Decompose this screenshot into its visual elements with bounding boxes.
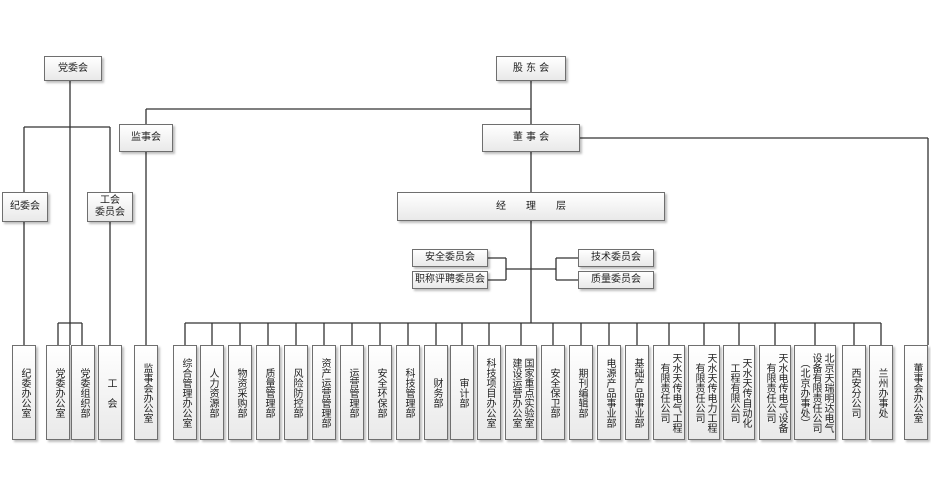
department-box: 质量管理部 — [256, 345, 280, 440]
department-label: 综合管理办公室 — [180, 357, 191, 428]
board-of-directors-label: 董 事 会 — [512, 132, 550, 143]
management-box: 经 理 层 — [397, 192, 665, 221]
department-label: 国家重点实验室 建设运营办公室 — [510, 357, 533, 428]
department-box: 期刊编辑部 — [569, 345, 593, 440]
department-label: 天水天传电力工程 有限责任公司 — [693, 352, 716, 433]
department-box: 科技项目办公室 — [477, 345, 501, 440]
department-box: 兰州办事处 — [869, 345, 893, 440]
department-label: 西安分公司 — [849, 367, 860, 418]
department-label: 风险防控部 — [291, 367, 302, 418]
department-label: 天水天传电气工程 有限责任公司 — [658, 352, 681, 433]
department-box: 风险防控部 — [284, 345, 308, 440]
department-label: 科技项目办公室 — [484, 357, 495, 428]
department-box: 董事会办公室 — [904, 345, 928, 440]
quality-committee-label: 质量委员会 — [591, 274, 641, 285]
supervisory-board-box: 监事会 — [119, 124, 173, 152]
department-label: 基础产品事业部 — [632, 357, 643, 428]
department-label: 党委办公室 — [53, 367, 64, 418]
department-label: 监事会办公室 — [141, 362, 152, 423]
department-box: 物资采购部 — [228, 345, 252, 440]
management-label: 经 理 层 — [496, 200, 566, 212]
party-committee-box: 党委会 — [44, 56, 102, 81]
department-box: 党委办公室 — [46, 345, 70, 440]
department-box: 党委组织部 — [71, 345, 95, 440]
department-label: 审计部 — [457, 377, 468, 408]
department-box: 财务部 — [424, 345, 448, 440]
department-label: 电源产品事业部 — [604, 357, 615, 428]
department-box: 安全保卫部 — [541, 345, 565, 440]
department-box: 综合管理办公室 — [173, 345, 197, 440]
department-box: 天水电传电气设备 有限责任公司 — [759, 345, 791, 440]
department-box: 安全环保部 — [368, 345, 392, 440]
technical-committee-box: 技术委员会 — [578, 249, 654, 267]
department-label: 天水天传自动化 工程有限公司 — [728, 357, 751, 428]
department-label: 期刊编辑部 — [576, 367, 587, 418]
union-committee-label: 工会 委员会 — [95, 195, 125, 218]
shareholders-box: 股 东 会 — [496, 56, 566, 81]
department-label: 科技管理部 — [403, 367, 414, 418]
department-label: 质量管理部 — [263, 367, 274, 418]
party-committee-label: 党委会 — [58, 62, 88, 74]
department-box: 资产运营管理部 — [312, 345, 336, 440]
department-box: 基础产品事业部 — [625, 345, 649, 440]
department-label: 工 会 — [105, 377, 116, 408]
shareholders-label: 股 东 会 — [512, 62, 550, 74]
department-box: 天水天传自动化 工程有限公司 — [723, 345, 755, 440]
department-box: 北京天瑞明达电气 设备有限责任公司 （北京办事处） — [794, 345, 836, 440]
title-review-committee-box: 职称评聘委员会 — [412, 271, 488, 289]
department-label: 物资采购部 — [235, 367, 246, 418]
department-label: 天水电传电气设备 有限责任公司 — [764, 352, 787, 433]
department-label: 纪委办公室 — [19, 367, 30, 418]
safety-committee-box: 安全委员会 — [412, 249, 488, 267]
discipline-committee-box: 纪委会 — [2, 192, 48, 222]
board-of-directors-box: 董 事 会 — [482, 124, 580, 152]
department-box: 天水天传电气工程 有限责任公司 — [653, 345, 685, 440]
department-label: 北京天瑞明达电气 设备有限责任公司 （北京办事处） — [798, 352, 833, 433]
department-box: 天水天传电力工程 有限责任公司 — [688, 345, 720, 440]
supervisory-board-label: 监事会 — [131, 132, 161, 143]
title-review-committee-label: 职称评聘委员会 — [415, 274, 485, 285]
department-box: 人力资源部 — [200, 345, 224, 440]
department-label: 财务部 — [431, 377, 442, 408]
department-label: 安全保卫部 — [548, 367, 559, 418]
union-committee-box: 工会 委员会 — [87, 192, 133, 222]
department-label: 董事会办公室 — [911, 362, 922, 423]
department-box: 工 会 — [98, 345, 122, 440]
department-label: 资产运营管理部 — [319, 357, 330, 428]
department-box: 电源产品事业部 — [597, 345, 621, 440]
discipline-committee-label: 纪委会 — [10, 201, 40, 212]
safety-committee-label: 安全委员会 — [425, 252, 475, 263]
department-box: 审计部 — [450, 345, 474, 440]
technical-committee-label: 技术委员会 — [591, 252, 641, 263]
department-label: 人力资源部 — [207, 367, 218, 418]
department-label: 兰州办事处 — [876, 367, 887, 418]
department-box: 运营管理部 — [340, 345, 364, 440]
department-box: 国家重点实验室 建设运营办公室 — [505, 345, 537, 440]
department-label: 党委组织部 — [78, 367, 89, 418]
department-label: 运营管理部 — [347, 367, 358, 418]
quality-committee-box: 质量委员会 — [578, 271, 654, 289]
department-box: 科技管理部 — [396, 345, 420, 440]
department-box: 监事会办公室 — [134, 345, 158, 440]
department-box: 西安分公司 — [842, 345, 866, 440]
department-label: 安全环保部 — [375, 367, 386, 418]
department-box: 纪委办公室 — [12, 345, 36, 440]
